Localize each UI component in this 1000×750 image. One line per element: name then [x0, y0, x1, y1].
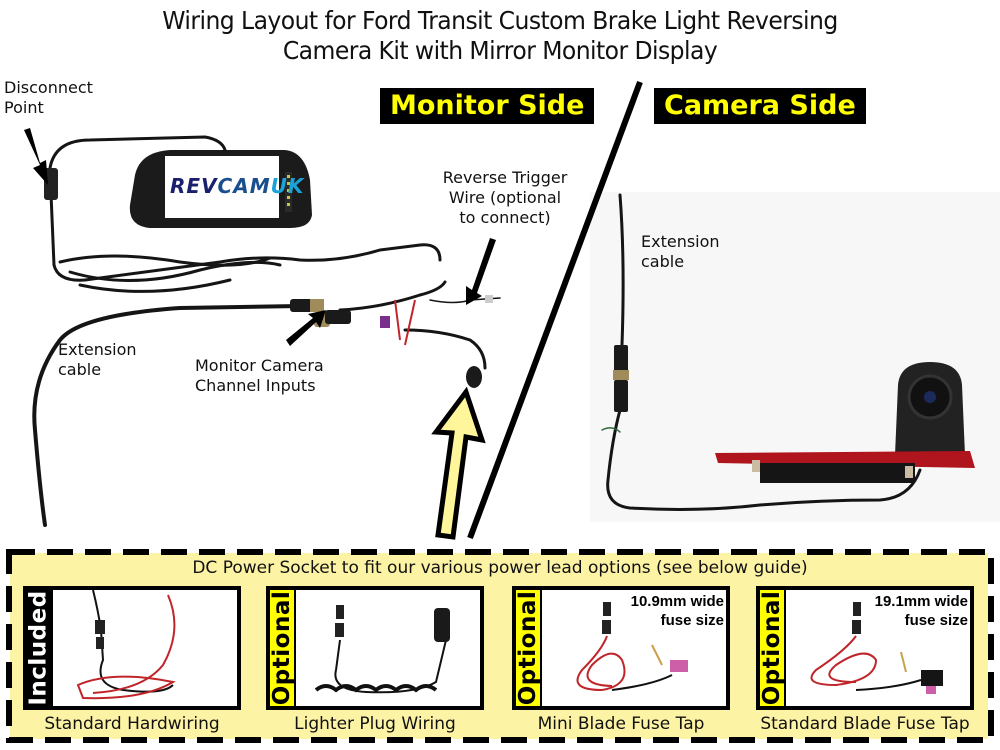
ext-right-line-2: cable: [641, 252, 685, 271]
reverse-line-3: to connect): [459, 208, 551, 227]
disconnect-arrow: [24, 128, 48, 185]
fuse-width: 19.1mm wide: [874, 593, 968, 610]
fuse-size-label: fuse size: [904, 612, 968, 629]
extension-cable-right-label: Extension cable: [641, 232, 720, 272]
logo-uk: UK: [270, 174, 305, 198]
card-caption: Standard Blade Fuse Tap: [760, 714, 970, 734]
reverse-line-2: Wire (optional: [448, 188, 562, 207]
hardwiring-photo: [53, 590, 237, 706]
diagram-title: Wiring Layout for Ford Transit Custom Br…: [30, 6, 970, 66]
card-caption: Mini Blade Fuse Tap: [537, 714, 705, 734]
channel-inputs-label: Monitor Camera Channel Inputs: [195, 356, 324, 396]
mirror-monitor: [129, 150, 312, 228]
power-option-card: Included: [23, 586, 241, 710]
dc-power-socket: [466, 366, 482, 388]
logo-cam: CAM: [217, 174, 271, 198]
revcamuk-logo: REVCAMUK: [170, 174, 304, 198]
camera-extension-cable: [601, 193, 922, 511]
divider-line: [467, 80, 643, 540]
tag-text: Optional: [759, 590, 786, 706]
disconnect-line-2: Point: [4, 98, 44, 117]
standard-blade-fuse-photo: [786, 590, 970, 706]
dc-socket-caption: DC Power Socket to fit our various power…: [192, 558, 808, 578]
optional-tag: Optional: [269, 590, 296, 706]
disconnect-connector: [44, 168, 58, 200]
included-tag: Included: [26, 590, 53, 706]
tag-text: Optional: [515, 590, 542, 706]
reverse-trigger-arrow: [466, 238, 496, 305]
camera-cable-connector: [613, 345, 629, 412]
tag-text: Optional: [269, 590, 296, 706]
channel-inputs-arrow: [286, 310, 326, 346]
title-line-1: Wiring Layout for Ford Transit Custom Br…: [162, 6, 838, 35]
disconnect-point-label: Disconnect Point: [4, 78, 93, 118]
mini-blade-fuse-photo: [542, 590, 726, 706]
lighter-plug-photo: [296, 590, 480, 706]
reverse-line-1: Reverse Trigger: [442, 168, 568, 187]
fuse-width: 10.9mm wide: [630, 593, 724, 610]
disconnect-line-1: Disconnect: [4, 78, 93, 97]
reverse-wire-terminal: [485, 295, 493, 303]
dc-socket-arrow: [431, 386, 486, 540]
fuse-size-note: 10.9mm wide fuse size: [631, 592, 724, 630]
power-option-card: Optional 19.1mm wide fuse size: [756, 586, 974, 710]
power-option-card: Optional: [266, 586, 484, 710]
pointer-arrows: [24, 128, 496, 346]
logo-rev: REV: [170, 174, 218, 198]
power-option-card: Optional 10.9mm wide fuse size: [512, 586, 730, 710]
ext-left-line-2: cable: [58, 360, 102, 379]
monitor-side-badge: Monitor Side: [380, 88, 595, 124]
ext-left-line-1: Extension: [58, 340, 137, 359]
panel-dashed-border: [6, 549, 994, 743]
card-caption: Lighter Plug Wiring: [294, 714, 456, 734]
camera-side-badge: Camera Side: [654, 88, 866, 124]
harness-fuse: [380, 316, 390, 328]
optional-tag: Optional: [759, 590, 786, 706]
title-line-2: Camera Kit with Mirror Monitor Display: [282, 36, 718, 65]
reverse-trigger-label: Reverse Trigger Wire (optional to connec…: [420, 168, 590, 228]
ext-right-line-1: Extension: [641, 232, 720, 251]
tag-text: Included: [26, 590, 53, 706]
channel-input-connectors: [290, 299, 351, 327]
fuse-size-note: 19.1mm wide fuse size: [875, 592, 968, 630]
inputs-line-2: Channel Inputs: [195, 376, 316, 395]
extension-cable-left-label: Extension cable: [58, 340, 137, 380]
fuse-size-label: fuse size: [660, 612, 724, 629]
optional-tag: Optional: [515, 590, 542, 706]
card-caption: Standard Hardwiring: [44, 714, 220, 734]
brake-light-camera: [715, 362, 975, 483]
inputs-line-1: Monitor Camera: [195, 356, 324, 375]
